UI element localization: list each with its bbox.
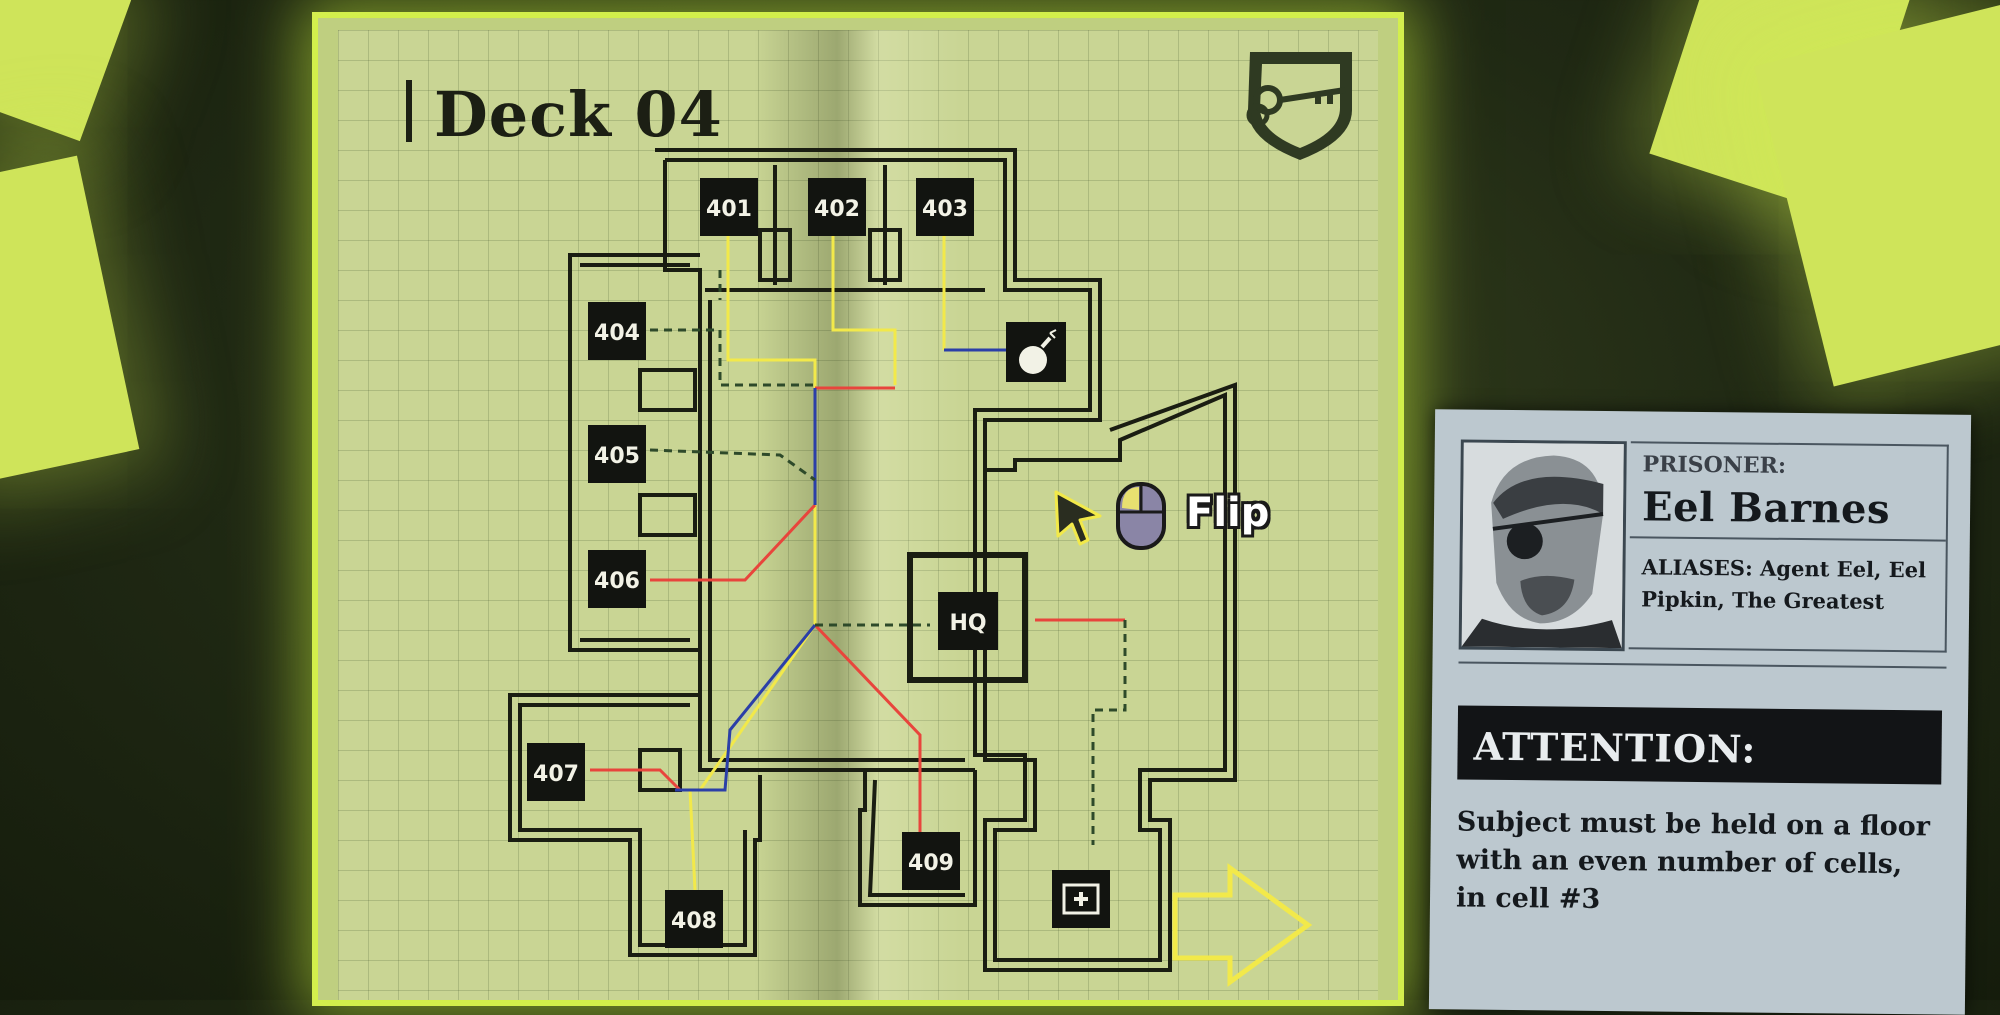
portrait-image [1461, 442, 1624, 649]
prisoner-portrait [1458, 439, 1627, 652]
wall-inner-top [665, 158, 1237, 972]
wall-hq [907, 552, 1028, 683]
medkit-icon [1062, 883, 1100, 915]
bomb-icon [1019, 329, 1057, 374]
room-402[interactable]: 402 [808, 178, 866, 236]
wire-dashed [649, 270, 1127, 845]
left-light-block [0, 0, 132, 142]
room-407-label: 407 [533, 762, 579, 787]
room-404[interactable]: 404 [588, 302, 646, 360]
room-406[interactable]: 406 [588, 550, 646, 608]
room-404-label: 404 [594, 321, 640, 346]
deck-floor-plan: 401 402 403 404 405 406 407 408 409 HQ [508, 52, 1352, 987]
room-hq-label: HQ [949, 611, 986, 636]
room-402-label: 402 [814, 197, 860, 222]
room-401[interactable]: 401 [700, 178, 758, 236]
room-medkit[interactable] [1052, 870, 1110, 928]
deck-title: Deck 04 [406, 78, 723, 151]
prisoner-aliases: ALIASES: Agent Eel, Eel Pipkin, The Grea… [1641, 554, 1927, 614]
wall-central [698, 295, 975, 772]
room-401-label: 401 [706, 197, 752, 222]
flip-label: Flip [1186, 490, 1270, 536]
wall-outer-top [655, 148, 1227, 962]
room-405[interactable]: 405 [588, 425, 646, 483]
keys-shield-icon [1246, 52, 1352, 160]
prisoner-dossier: PRISONER: Eel Barnes ALIASES: Agent Eel,… [1428, 409, 1972, 1015]
prisoner-name: Eel Barnes [1641, 483, 1891, 533]
dossier-divider [1458, 661, 1947, 669]
wire-blue [675, 348, 1010, 792]
prisoner-label: PRISONER: [1642, 451, 1787, 479]
map-page: Deck 04 [338, 30, 1378, 1000]
room-407[interactable]: 407 [527, 743, 585, 801]
arrow-right-icon[interactable] [1172, 863, 1313, 987]
wall-409 [858, 770, 977, 907]
room-403-label: 403 [922, 197, 968, 222]
flip-hint[interactable] [1052, 478, 1282, 558]
attention-label: ATTENTION: [1473, 723, 1757, 772]
room-409-label: 409 [908, 851, 954, 876]
right-light-block-2 [1753, 3, 2000, 387]
wall-lower-left-inner [518, 703, 747, 947]
wire-red [590, 386, 1125, 845]
mouse-icon [1116, 482, 1166, 550]
room-405-label: 405 [594, 444, 640, 469]
room-408[interactable]: 408 [665, 890, 723, 948]
room-409[interactable]: 409 [902, 832, 960, 890]
room-hq[interactable]: HQ [938, 592, 998, 650]
room-bomb[interactable] [1006, 322, 1066, 382]
wall-409-inner [867, 779, 965, 897]
wall-top-cells [663, 160, 985, 295]
deck-title-text: Deck 04 [434, 78, 723, 151]
wall-left-column [568, 253, 700, 652]
attention-text: Subject must be held on a floor with an … [1455, 806, 1931, 915]
room-406-label: 406 [594, 569, 640, 594]
left-light-block-2 [0, 155, 140, 485]
wall-lower-left [508, 693, 762, 957]
cursor-icon [1054, 490, 1102, 546]
deck-map-notebook: Deck 04 [318, 18, 1398, 1000]
wire-yellow [688, 230, 946, 891]
room-403[interactable]: 403 [916, 178, 974, 236]
room-408-label: 408 [671, 909, 717, 934]
